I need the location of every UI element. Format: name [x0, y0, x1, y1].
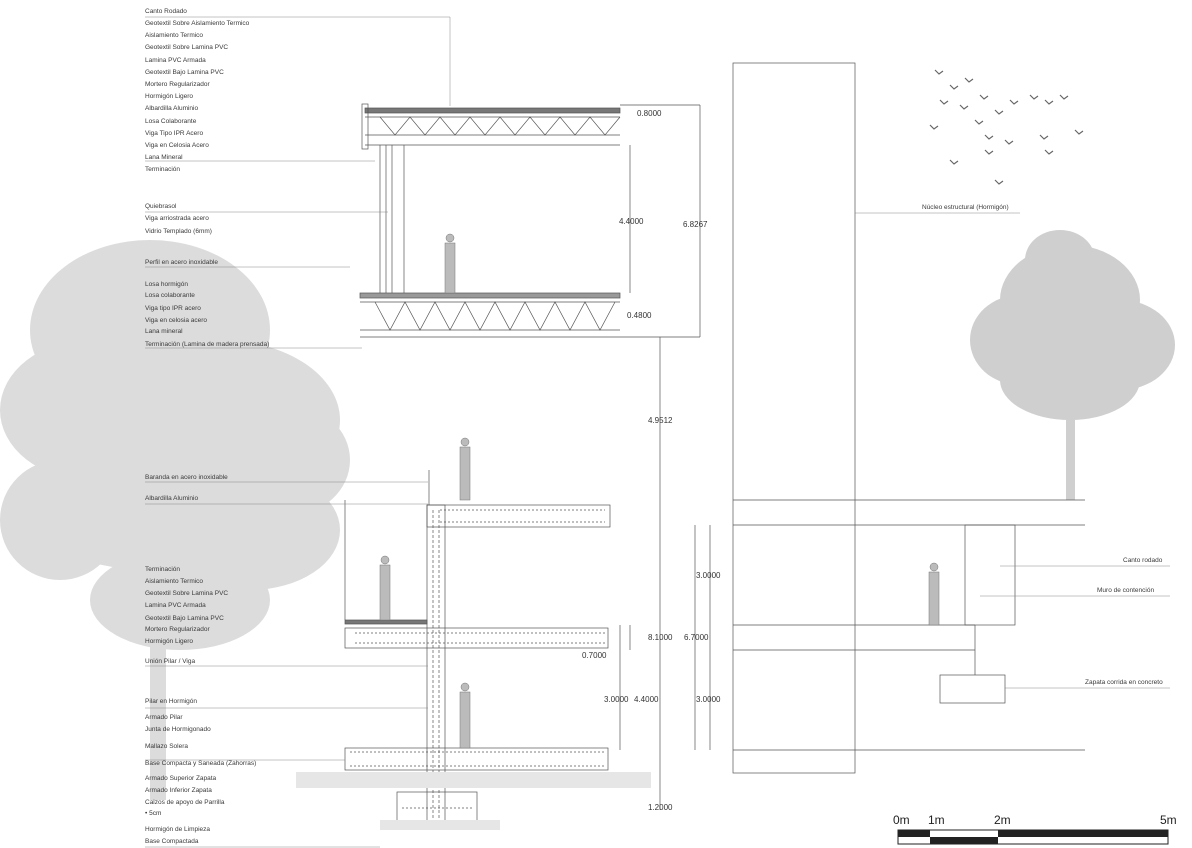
upper-label-6: Mortero Regularizador — [145, 81, 210, 88]
label-core: Núcleo estructural (Hormigón) — [922, 204, 1009, 211]
tree-right-icon — [970, 230, 1175, 500]
scale-label-5m: 5m — [1160, 813, 1177, 827]
upper-label-7: Hormigón Ligero — [145, 93, 194, 100]
label-canto: Canto rodado — [1123, 557, 1163, 564]
upper-label-5: Geotextil Bajo Lamina PVC — [145, 69, 224, 76]
mid-label-1: Viga arriostrada acero — [145, 215, 209, 222]
lower-label-15: Armado Superior Zapata — [145, 775, 217, 782]
lower-label-16: Armado Inferior Zapata — [145, 787, 212, 794]
birds-icon — [929, 69, 1084, 185]
dim-0.7000: 0.7000 — [582, 651, 607, 660]
mid-label-5: Losa colaborante — [145, 292, 195, 299]
lower-label-13: Mallazo Solera — [145, 743, 188, 750]
lower-label-12: Junta de Hormigonado — [145, 726, 211, 733]
lower-label-1: Albardilla Aluminio — [145, 495, 199, 502]
middle-floor-truss — [359, 292, 621, 338]
lower-label-11: Armado Pilar — [145, 714, 183, 721]
lower-label-7: Mortero Regularizador — [145, 626, 210, 633]
small-note: • 5cm — [145, 810, 162, 817]
dim-8.1000: 8.1000 — [648, 633, 673, 642]
mid-label-7: Viga en celosia acero — [145, 317, 208, 324]
lower-label-9: Unión Pilar / Viga — [145, 658, 196, 665]
lower-label-14: Base Compacta y Saneada (Zahorras) — [145, 760, 257, 767]
upper-label-9: Losa Colaborante — [145, 118, 197, 125]
mid-label-9: Terminación (Lamina de madera prensada) — [145, 341, 270, 348]
dim-6.8267: 6.8267 — [683, 220, 708, 229]
dim-4.4000-lower: 4.4000 — [634, 695, 659, 704]
dim-6.7000: 6.7000 — [684, 633, 709, 642]
scale-label-1m: 1m — [928, 813, 945, 827]
upper-label-10: Viga Tipo IPR Acero — [145, 130, 204, 137]
glass-wall — [379, 145, 405, 296]
dim-4.4000-upper: 4.4000 — [619, 217, 644, 226]
upper-label-12: Lana Mineral — [145, 154, 183, 161]
scale-label-2m: 2m — [994, 813, 1011, 827]
upper-label-13: Terminación — [145, 166, 181, 173]
upper-label-1: Geotextil Sobre Aislamiento Termico — [145, 20, 250, 27]
lower-label-0: Baranda en acero inoxidable — [145, 474, 228, 481]
lower-label-18: Hormigón de Limpieza — [145, 826, 211, 833]
upper-roof-truss — [361, 103, 621, 150]
scale-bar — [897, 829, 1169, 845]
mid-label-0: Quiebrasol — [145, 203, 177, 210]
lower-label-3: Aislamiento Termico — [145, 578, 204, 585]
dim-0.8000: 0.8000 — [637, 109, 662, 118]
dim-3.0000-right-upper: 3.0000 — [696, 571, 721, 580]
leader-lines — [145, 16, 1170, 848]
lower-structure — [296, 470, 651, 830]
upper-label-0: Canto Rodado — [145, 8, 187, 15]
dim-3.0000-right-lower: 3.0000 — [696, 695, 721, 704]
lower-label-6: Geotextil Bajo Lamina PVC — [145, 615, 224, 622]
lower-label-4: Geotextil Sobre Lamina PVC — [145, 590, 229, 597]
structural-core — [732, 62, 1085, 774]
scale-label-0m: 0m — [893, 813, 910, 827]
lower-label-2: Terminación — [145, 566, 181, 573]
lower-label-10: Pilar en Hormigón — [145, 698, 198, 705]
label-muro: Muro de contención — [1097, 587, 1155, 594]
dim-0.4800: 0.4800 — [627, 311, 652, 320]
human-figures-icon — [379, 233, 940, 749]
mid-label-3: Perfil en acero inoxidable — [145, 259, 218, 266]
mid-label-8: Lana mineral — [145, 328, 183, 335]
upper-label-11: Viga en Celosia Acero — [145, 142, 209, 149]
mid-label-2: Vidrio Templado (6mm) — [145, 228, 212, 235]
dim-1.2000: 1.2000 — [648, 803, 673, 812]
tree-left-icon — [0, 240, 350, 800]
lower-label-19: Base Compactada — [145, 838, 199, 845]
dimension-lines — [619, 104, 711, 810]
mid-label-4: Losa hormigón — [145, 281, 188, 288]
label-zapata: Zapata corrida en concreto — [1085, 679, 1163, 686]
upper-label-2: Aislamiento Termico — [145, 32, 204, 39]
lower-label-5: Lamina PVC Armada — [145, 602, 206, 609]
upper-label-4: Lamina PVC Armada — [145, 57, 206, 64]
lower-label-8: Hormigón Ligero — [145, 638, 194, 645]
lower-label-17: Calzos de apoyo de Parrilla — [145, 799, 225, 806]
upper-label-3: Geotextil Sobre Lamina PVC — [145, 44, 229, 51]
dim-4.9512: 4.9512 — [648, 416, 673, 425]
mid-label-6: Viga tipo IPR acero — [145, 305, 201, 312]
upper-label-8: Albardilla Aluminio — [145, 105, 199, 112]
dim-3.0000-lower: 3.0000 — [604, 695, 629, 704]
